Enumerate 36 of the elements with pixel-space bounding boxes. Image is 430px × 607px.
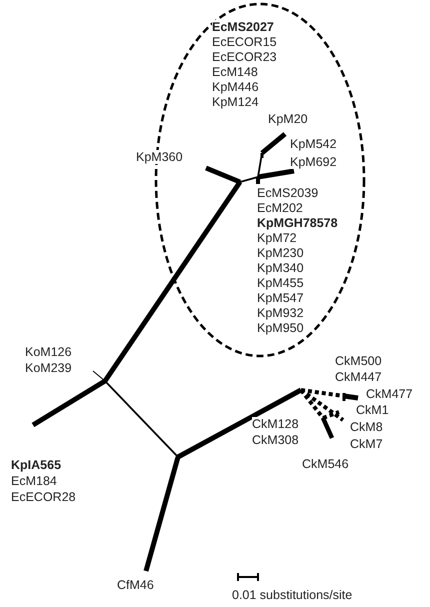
taxon-label: CfM46 xyxy=(117,578,154,592)
taxon-label: EcM148 xyxy=(212,65,258,79)
taxon-label: CkM1 xyxy=(356,403,389,417)
taxon-label: EcM184 xyxy=(11,474,57,488)
taxon-label: EcMS2027 xyxy=(212,20,274,34)
taxon-label: KpM20 xyxy=(268,112,308,126)
taxon-label: CkM128 xyxy=(252,417,299,431)
taxon-label: CkM447 xyxy=(335,370,382,384)
taxon-label: KpM446 xyxy=(212,80,259,94)
taxon-label: KoM239 xyxy=(25,361,72,375)
taxon-label: CkM477 xyxy=(366,387,413,401)
taxon-label: EcECOR15 xyxy=(212,35,277,49)
taxon-label: KpM360 xyxy=(136,150,183,164)
scale-label: 0.01 substitutions/site xyxy=(232,588,352,602)
taxon-label: EcECOR23 xyxy=(212,50,277,64)
taxon-label: KpM932 xyxy=(257,306,304,320)
taxon-label: CkM500 xyxy=(335,354,382,368)
taxon-label: KpM455 xyxy=(257,276,304,290)
taxon-label: EcM202 xyxy=(257,201,303,215)
taxon-label: KpM692 xyxy=(290,155,337,169)
taxon-label: KpM542 xyxy=(290,137,337,151)
taxon-label: KpM72 xyxy=(257,231,297,245)
taxon-label: KpM124 xyxy=(212,95,259,109)
taxon-label: KpM340 xyxy=(257,261,304,275)
taxon-label: KpIA565 xyxy=(11,458,62,472)
taxon-label: KpM950 xyxy=(257,321,304,335)
taxon-label: EcECOR28 xyxy=(11,490,76,504)
taxon-label: KpM547 xyxy=(257,291,304,305)
taxon-label: KpM230 xyxy=(257,246,304,260)
taxon-label: KpMGH78578 xyxy=(257,216,338,230)
taxon-label: KoM126 xyxy=(25,345,72,359)
taxon-label: EcMS2039 xyxy=(257,186,318,200)
taxon-label: CkM546 xyxy=(302,457,349,471)
taxon-label: CkM7 xyxy=(350,437,383,451)
taxon-label: CkM8 xyxy=(350,420,383,434)
taxon-label: CkM308 xyxy=(252,433,299,447)
